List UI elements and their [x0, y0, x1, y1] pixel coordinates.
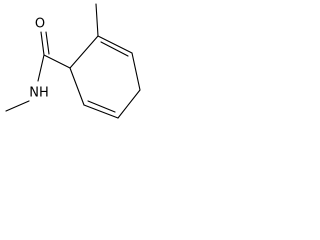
bond-n-methyl	[5, 100, 30, 112]
bond-ring-c1-c2	[69, 35, 99, 69]
bond-carbonyl-o-double	[45, 31, 50, 55]
bond-ring-c3-c4	[131, 52, 141, 91]
bond-ring-c2-c3	[97, 35, 133, 54]
bond-carbonyl-o	[40, 31, 45, 56]
bond-ring-c6-c1	[69, 67, 85, 106]
bond-ring-carbonyl	[43, 54, 71, 69]
bond-ring-c5-c6-double	[87, 100, 116, 113]
molecule-structure: O NH	[5, 3, 141, 119]
bond-carbonyl-n	[37, 54, 45, 82]
bond-ring-c4-c5	[117, 89, 141, 119]
bond-methyl-ring	[95, 3, 99, 37]
bond-ring-c5-c6	[83, 104, 119, 119]
atom-label-oxygen: O	[35, 17, 45, 32]
bond-ring-c2-c3-double	[100, 41, 129, 57]
atom-label-nitrogen: NH	[29, 86, 49, 101]
